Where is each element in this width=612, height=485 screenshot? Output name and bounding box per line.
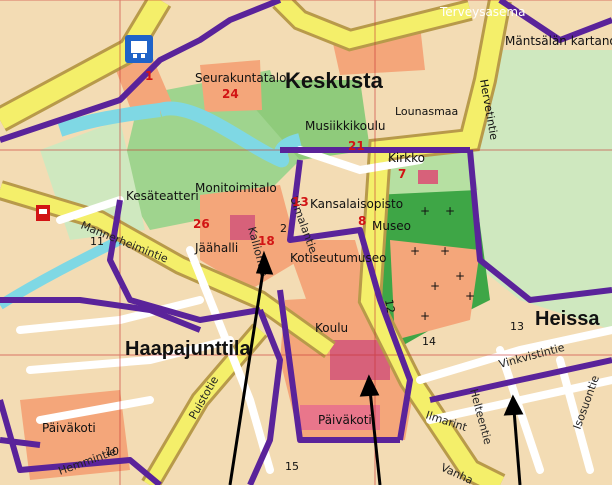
paivakoti-center-label: Päiväkoti [318, 413, 372, 427]
svg-text:+: + [445, 204, 455, 218]
arrow-pointer-icon [359, 374, 382, 485]
cross-icons: ++ ++ ++ ++ [410, 204, 475, 323]
kirkko-building [418, 170, 438, 184]
arrow-pointer-icon [228, 250, 274, 485]
creek-sw [0, 235, 123, 310]
svg-text:+: + [420, 309, 430, 323]
seurakunta-label: Seurakuntatalo [195, 71, 286, 85]
poi-number-18: 18 [258, 234, 275, 248]
svg-text:+: + [430, 279, 440, 293]
music-park [230, 80, 370, 160]
svg-text:+: + [465, 289, 475, 303]
museo-label: Museo [372, 219, 411, 233]
address-13: 13 [510, 320, 524, 333]
keskusta-label: Keskusta [285, 68, 384, 93]
poi-number-1: 1 [145, 69, 153, 83]
fuel-station-icon[interactable] [36, 205, 50, 221]
monitoimitalo-building [230, 215, 255, 240]
svg-text:+: + [440, 244, 450, 258]
mantsala-label: Mäntsälän kartano [505, 34, 612, 48]
svg-text:+: + [420, 204, 430, 218]
svg-text:+: + [455, 269, 465, 283]
open-field-east [460, 50, 612, 330]
paivakoti-west-label: Päiväkoti [42, 421, 96, 435]
block-museo [285, 240, 372, 310]
haapajunttila-label: Haapajunttila [125, 338, 251, 360]
poi-number-21: 21 [348, 139, 365, 153]
block-east [390, 240, 480, 340]
lounasmaa-label: Lounasmaa [395, 105, 458, 118]
poi-number-8: 8 [358, 214, 366, 228]
paivakoti-building [300, 405, 380, 430]
block-seurakunta [200, 60, 262, 112]
terveysasema-label: Terveysasema [439, 5, 525, 19]
musiikkikoulu-label: Musiikkikoulu [305, 119, 386, 133]
address-2: 2 [280, 222, 287, 235]
poi-number-13: 13 [292, 195, 309, 209]
river-west [57, 103, 161, 137]
address-10: 10 [105, 445, 119, 458]
heissa-label: Heissa [535, 308, 600, 330]
address-12: 12 [382, 298, 397, 314]
arrow-pointer-icon [503, 394, 524, 485]
bus-station-icon[interactable] [125, 35, 153, 63]
kotiseutumuseo-label: Kotiseutumuseo [290, 251, 386, 265]
koulu-label: Koulu [315, 321, 348, 335]
kansalaisopisto-label: Kansalaisopisto [310, 197, 403, 211]
jaahalli-label: Jäähalli [194, 241, 238, 255]
poi-number-26: 26 [193, 217, 210, 231]
address-14: 14 [422, 335, 436, 348]
poi-number-7: 7 [398, 167, 406, 181]
monitoimitalo-label: Monitoimitalo [195, 181, 277, 195]
poi-number-24: 24 [222, 87, 239, 101]
kesateatteri-label: Kesäteatteri [126, 189, 199, 203]
address-15: 15 [285, 460, 299, 473]
kirkko-label: Kirkko [388, 151, 425, 165]
address-11: 11 [90, 235, 104, 248]
cross-icon: + [410, 244, 420, 258]
